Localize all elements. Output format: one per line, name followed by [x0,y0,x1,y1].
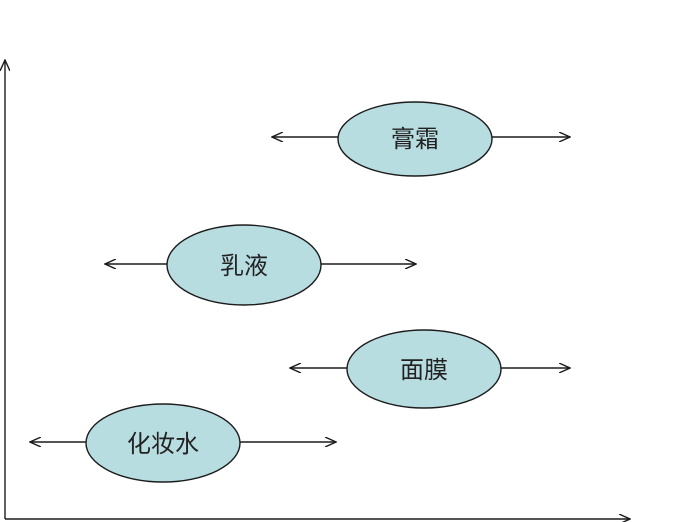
toner-label: 化妆水 [127,430,199,458]
node-toner: 化妆水 [30,403,336,483]
node-lotion: 乳液 [105,224,416,306]
axes [5,60,630,519]
lotion-ellipse [166,224,322,306]
mask-ellipse [346,329,502,409]
node-mask: 面膜 [290,329,570,409]
toner-ellipse [85,403,241,483]
node-cream: 膏霜 [272,101,570,177]
cream-label: 膏霜 [391,125,439,153]
lotion-label: 乳液 [220,252,268,280]
mask-label: 面膜 [400,356,448,384]
cream-ellipse [337,101,493,177]
